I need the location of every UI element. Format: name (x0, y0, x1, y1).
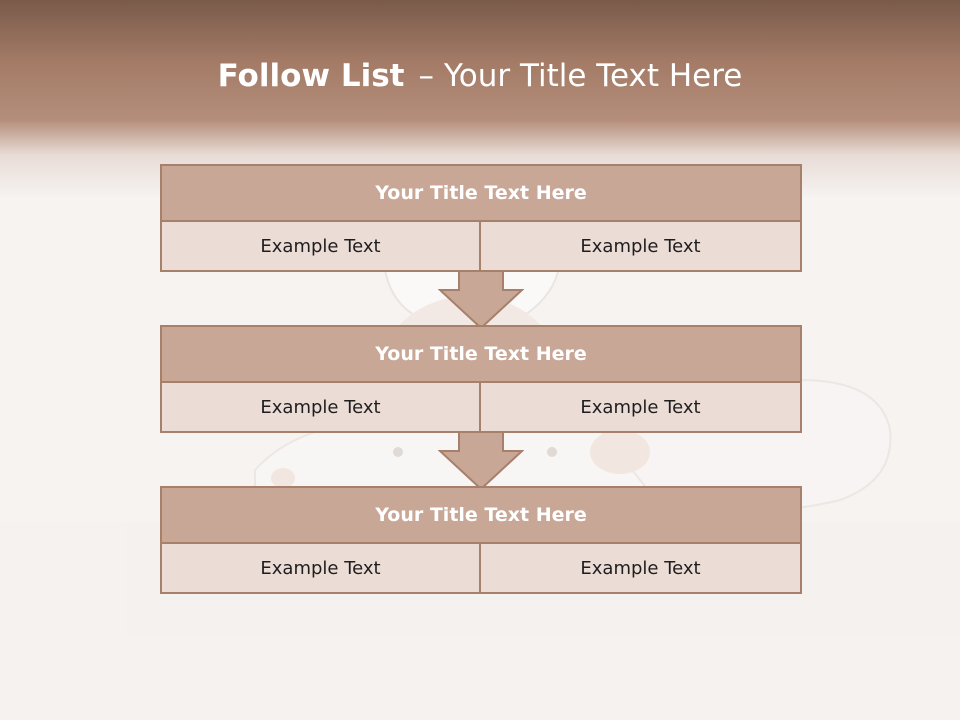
block-2-title: Your Title Text Here (160, 325, 802, 383)
block-1-row: Example Text Example Text (160, 222, 802, 272)
block-2-right-cell: Example Text (481, 383, 802, 433)
block-3-right-cell: Example Text (481, 544, 802, 594)
down-arrow-icon (438, 431, 524, 491)
down-arrow-icon (438, 270, 524, 330)
block-1-left-cell: Example Text (160, 222, 481, 272)
block-2-left-cell: Example Text (160, 383, 481, 433)
list-block-2: Your Title Text Here Example Text Exampl… (160, 325, 802, 433)
slide-title-separator: – (418, 58, 434, 94)
block-1-title: Your Title Text Here (160, 164, 802, 222)
block-3-left-cell: Example Text (160, 544, 481, 594)
slide-title-rest: Your Title Text Here (443, 58, 743, 94)
slide-title-bold: Follow List (217, 58, 405, 94)
block-2-row: Example Text Example Text (160, 383, 802, 433)
slide-title: Follow List–Your Title Text Here (0, 52, 960, 100)
block-3-title: Your Title Text Here (160, 486, 802, 544)
block-1-right-cell: Example Text (481, 222, 802, 272)
list-block-1: Your Title Text Here Example Text Exampl… (160, 164, 802, 272)
block-3-row: Example Text Example Text (160, 544, 802, 594)
list-block-3: Your Title Text Here Example Text Exampl… (160, 486, 802, 594)
